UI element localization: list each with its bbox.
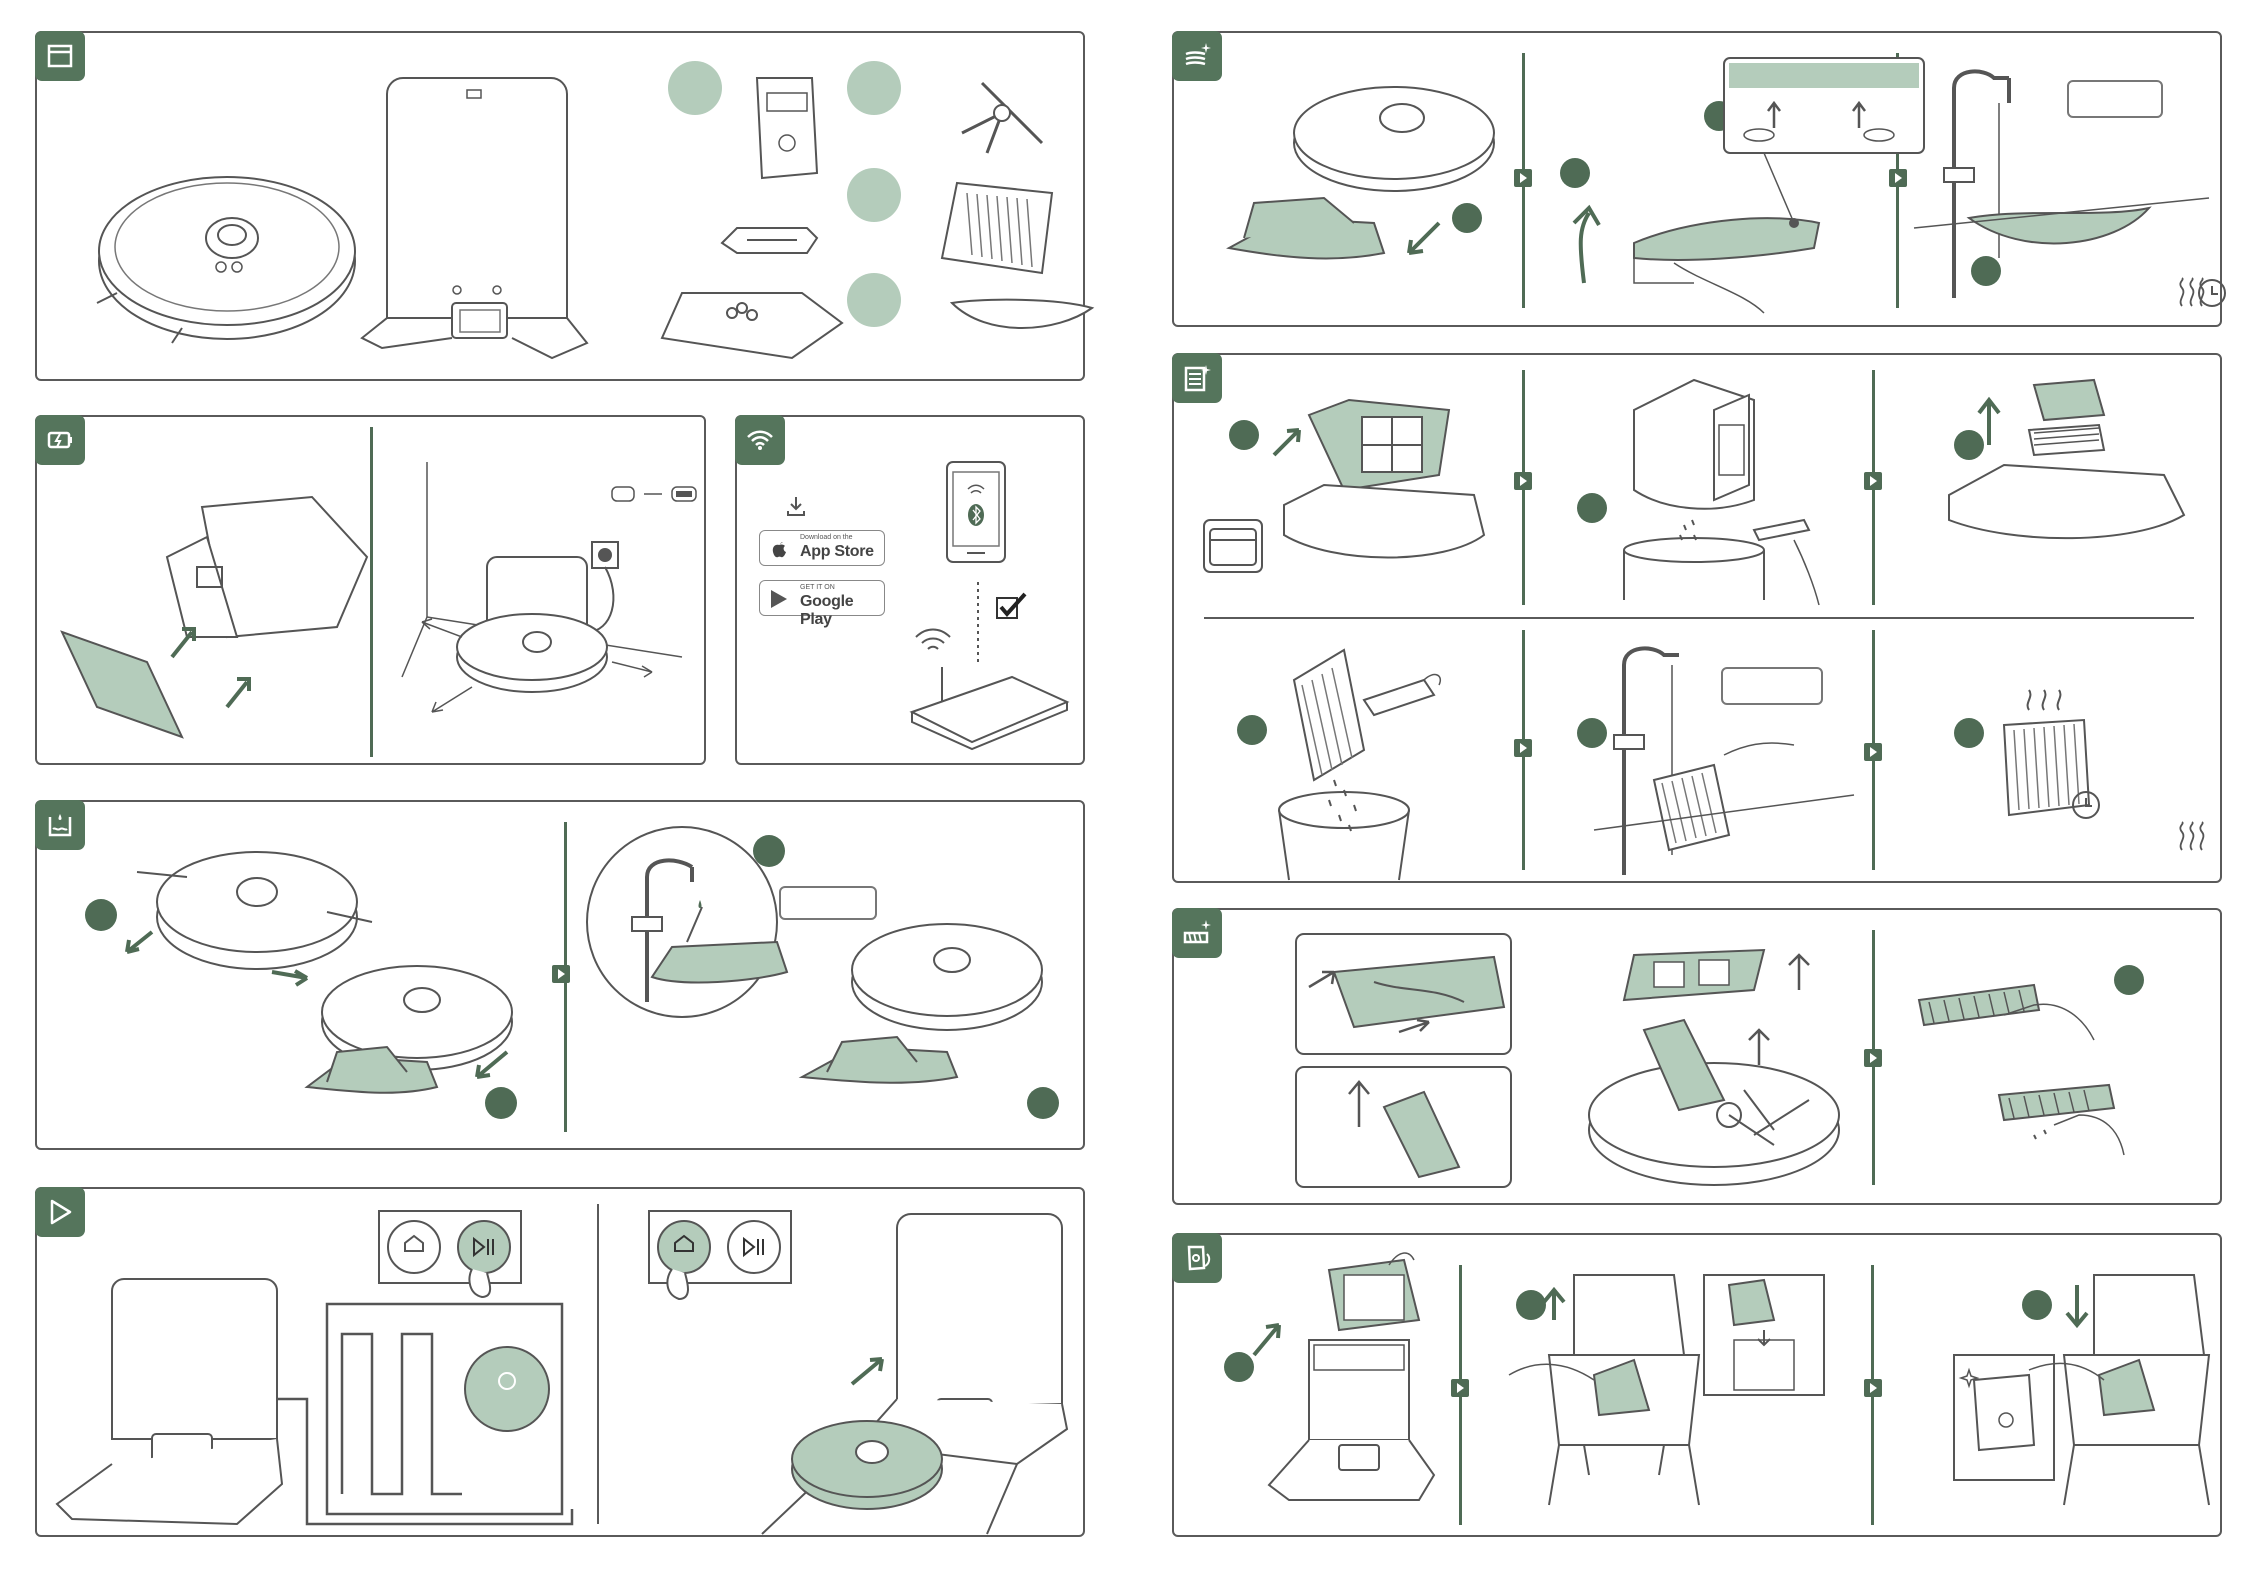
docking-station-illustration <box>362 68 592 378</box>
remove-old-bag-illustration <box>1504 1265 1874 1525</box>
rinse-filter-callout <box>1721 667 1823 705</box>
dock-cleaning-path-illustration <box>52 1269 592 1534</box>
apple-icon <box>768 538 790 560</box>
detach-mop-pad-illustration <box>1554 53 1884 313</box>
app-store-small-text: Download on the <box>800 534 853 541</box>
step-marker <box>1237 715 1267 745</box>
app-store-badge[interactable]: Download on the App Store <box>759 530 885 566</box>
robot-vacuum-illustration <box>77 143 397 383</box>
divider <box>597 1204 599 1524</box>
next-step-icon <box>1864 743 1882 761</box>
panel-charging <box>35 415 706 765</box>
remove-tank-illustration <box>97 822 547 1142</box>
cleaning-tool-illustration <box>717 218 827 268</box>
google-play-badge[interactable]: GET IT ON Google Play <box>759 580 885 616</box>
router-illustration <box>902 607 1077 747</box>
google-play-icon <box>768 588 790 610</box>
next-step-icon <box>1889 169 1907 187</box>
download-icon <box>785 495 807 517</box>
app-store-label: App Store <box>800 543 874 561</box>
clock-icon <box>2069 788 2103 822</box>
panel-filter-cleaning <box>1172 353 2222 883</box>
brush-cleaning-tool-illustration <box>1914 940 2174 1200</box>
next-step-icon <box>552 965 570 983</box>
mop-sparkle-icon <box>1172 31 1222 81</box>
rinse-mop-pad-illustration <box>1914 58 2214 318</box>
hepa-filter-illustration <box>932 173 1062 283</box>
next-step-icon <box>1864 472 1882 490</box>
dust-bag-illustration <box>747 73 827 193</box>
panel-mop-cleaning <box>1172 31 2222 327</box>
ramp-plate-illustration <box>652 283 852 373</box>
dry-filter-illustration <box>1984 675 2104 795</box>
rinse-callout <box>2067 80 2163 118</box>
mop-pad-illustration <box>947 293 1097 353</box>
open-dust-bin-illustration <box>1194 395 1514 625</box>
panel-bag-replacement <box>1172 1233 2222 1537</box>
tap-filter-illustration <box>1274 640 1494 880</box>
google-play-small-text: GET IT ON <box>800 584 835 591</box>
wifi-icon <box>735 415 785 465</box>
box-icon <box>35 31 85 81</box>
next-step-icon <box>1514 472 1532 490</box>
panel-wifi-app: Download on the App Store GET IT ON Goog… <box>735 415 1085 765</box>
dust-bag-insert-illustration <box>57 457 367 727</box>
robot-return-dock-illustration <box>757 1204 1077 1534</box>
accessory-marker-4 <box>847 273 901 327</box>
step-marker <box>1577 493 1607 523</box>
accessory-marker-2 <box>847 61 901 115</box>
remove-mop-tank-illustration <box>1224 73 1524 303</box>
roller-brush-removal-illustration <box>1574 930 1854 1200</box>
panel-brush-cleaning <box>1172 908 2222 1205</box>
panel-contents <box>35 31 1085 381</box>
brush-sparkle-icon <box>1172 908 1222 958</box>
steam-dry-icon <box>2177 278 2207 310</box>
google-play-label: Google Play <box>800 593 884 629</box>
dock-placement-illustration <box>382 447 702 757</box>
steam-dry-icon <box>2177 822 2207 854</box>
step-marker <box>1954 718 1984 748</box>
side-brush-illustration <box>942 53 1062 173</box>
bag-replace-icon <box>1172 1233 1222 1283</box>
phone-bluetooth-illustration <box>942 457 1012 567</box>
insert-tank-illustration <box>797 912 1047 1132</box>
accessory-marker-1 <box>668 61 722 115</box>
insert-new-bag-illustration <box>1914 1265 2214 1530</box>
play-icon <box>35 1187 85 1237</box>
open-dock-lid-illustration <box>1249 1245 1459 1535</box>
remove-filter-illustration <box>1944 375 2204 605</box>
brush-cover-release-illustration <box>1294 932 1524 1202</box>
panel-water-tank <box>35 800 1085 1150</box>
next-step-icon <box>1514 739 1532 757</box>
panel-start <box>35 1187 1085 1537</box>
next-step-icon <box>1864 1049 1882 1067</box>
water-tank-icon <box>35 800 85 850</box>
empty-dust-bin-illustration <box>1604 370 1824 610</box>
divider <box>370 427 373 757</box>
accessory-marker-3 <box>847 168 901 222</box>
